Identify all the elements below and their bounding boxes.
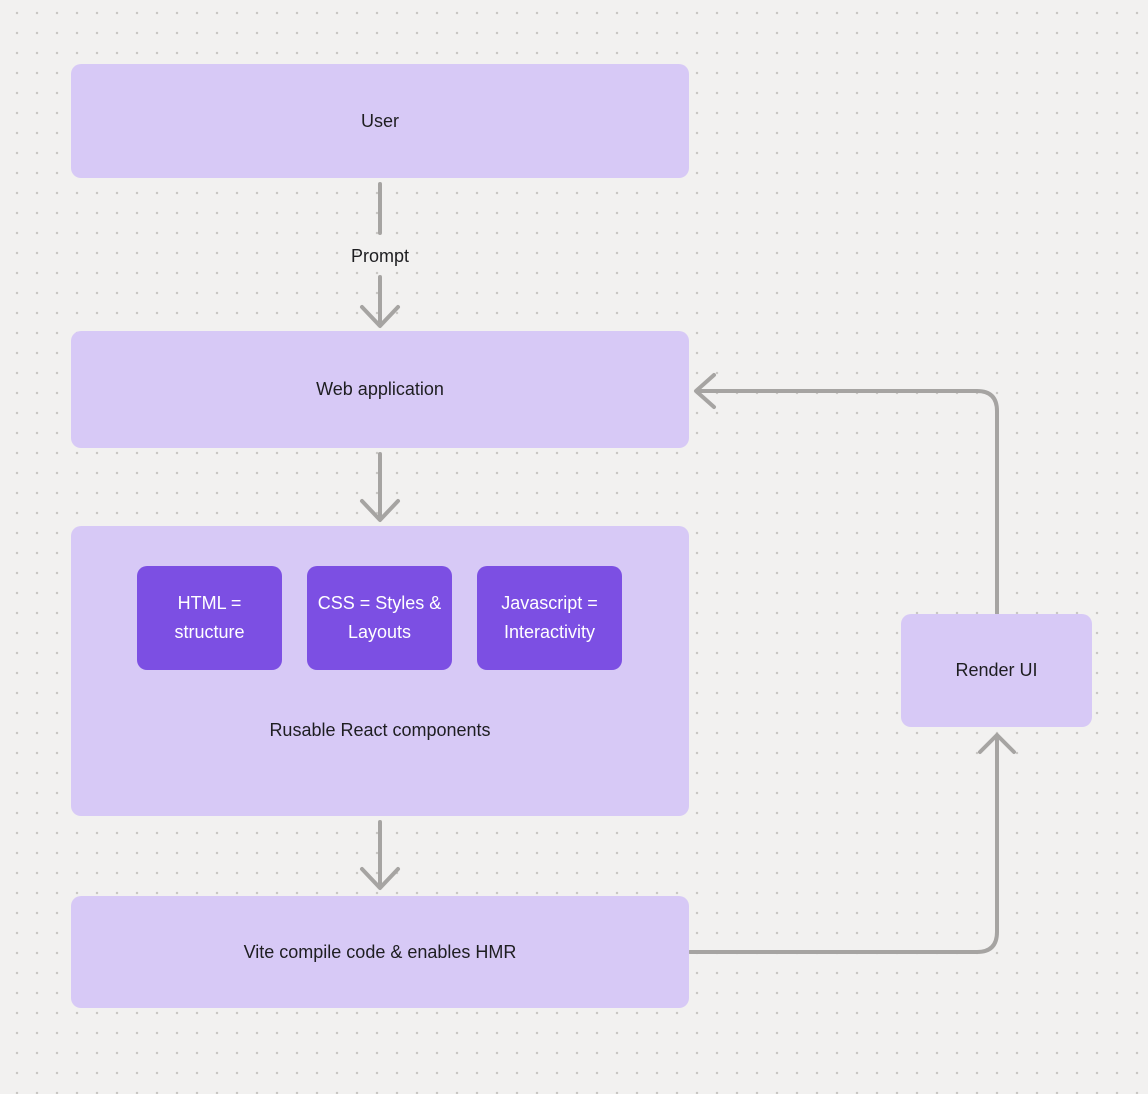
connector-segment <box>688 738 999 954</box>
node-html-label: HTML = structure <box>174 593 245 642</box>
node-user[interactable]: User <box>71 64 689 178</box>
connector-components-to-vite[interactable] <box>360 820 400 890</box>
edge-prompt-label[interactable]: Prompt <box>350 246 410 266</box>
node-web-application-label: Web application <box>316 379 444 399</box>
node-user-label: User <box>360 110 399 131</box>
connector-user-to-webapp[interactable] <box>360 182 400 328</box>
node-web-application[interactable]: Web application <box>71 331 689 448</box>
node-css-label: CSS = Styles & Layouts <box>317 593 442 642</box>
node-components-container[interactable]: HTML = structure CSS = Styles & Layouts … <box>71 526 689 816</box>
node-javascript[interactable]: Javascript = Interactivity <box>477 566 622 670</box>
components-caption[interactable]: Rusable React components <box>269 720 491 740</box>
connector-renderui-to-webapp[interactable] <box>694 373 999 616</box>
arrowhead-up-icon <box>978 733 1016 754</box>
node-javascript-label: Javascript = Interactivity <box>501 593 598 642</box>
node-vite-label: Vite compile code & enables HMR <box>243 941 517 962</box>
node-vite[interactable]: Vite compile code & enables HMR <box>71 896 689 1008</box>
arrowhead-left-icon <box>694 373 716 409</box>
node-html[interactable]: HTML = structure <box>137 566 282 670</box>
arrowhead-down-icon <box>360 499 400 522</box>
arrowhead-down-icon <box>360 867 400 890</box>
connector-webapp-to-components[interactable] <box>360 452 400 522</box>
connector-segment <box>699 389 999 616</box>
node-render-ui[interactable]: Render UI <box>901 614 1092 727</box>
connector-vite-to-renderui[interactable] <box>688 733 1016 954</box>
node-css[interactable]: CSS = Styles & Layouts <box>307 566 452 670</box>
arrowhead-down-icon <box>360 305 400 328</box>
node-render-ui-label: Render UI <box>955 660 1038 680</box>
